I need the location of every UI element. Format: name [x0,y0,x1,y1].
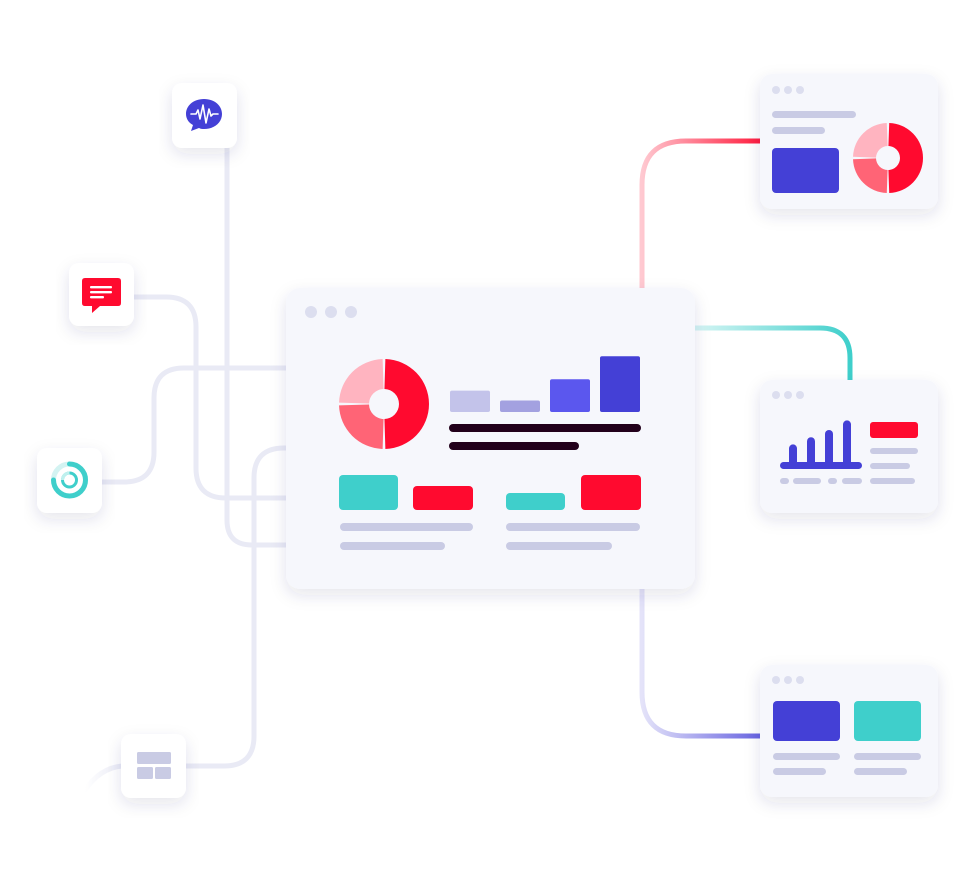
skeleton-line [772,127,825,134]
source-node-loader[interactable] [37,448,102,513]
bar [825,430,833,466]
connector-message-route [129,294,293,501]
left-connectors [0,104,293,793]
connector-to-bar-report [692,325,853,383]
skeleton-line [870,463,910,469]
bar [500,400,540,412]
bar [550,379,590,412]
window-dot [796,676,804,684]
tile-teal [339,475,398,510]
tile-red [413,486,473,510]
circular-loader-icon [51,461,88,499]
output-card-tiles-report[interactable] [760,665,938,797]
skeleton-line [506,542,612,550]
bar [600,356,640,412]
source-node-layout[interactable] [121,734,186,798]
connector-layout-in [82,763,125,793]
window-dot [305,306,317,318]
window-controls [305,306,357,318]
axis-tick [780,478,789,484]
donut-segment [888,123,923,193]
bar [789,444,797,466]
text-line-dark [449,442,579,450]
card-bar-chart [789,420,851,466]
chart-baseline [780,462,862,469]
skeleton-line [772,111,856,118]
window-dot [784,676,792,684]
donut-segment [853,158,888,193]
main-bar-chart [450,356,640,412]
window-dot [796,391,804,399]
connector-loader-route [97,365,293,485]
donut-segment [384,359,429,449]
right-connectors [639,138,853,739]
axis-tick [828,478,837,484]
skeleton-line [506,523,640,531]
skeleton-line [854,768,907,775]
bar [807,437,815,466]
tile-indigo [772,148,839,193]
tile-red [581,475,641,510]
window-dot [784,391,792,399]
output-card-bar-report[interactable] [760,380,938,513]
window-dot [345,306,357,318]
source-node-message[interactable] [69,263,134,326]
tile-teal [506,493,565,510]
window-dot [772,676,780,684]
tile-red [870,422,918,438]
skeleton-line [773,753,840,760]
window-dot [796,86,804,94]
connector-voice-down [224,142,293,548]
skeleton-line [340,523,473,531]
layout-grid-icon [137,752,171,779]
output-card-donut-report[interactable] [760,74,938,209]
donut-segment [339,359,384,404]
skeleton-line [773,768,826,775]
message-lines-icon [82,278,121,313]
connector-layout-route [183,445,293,769]
connector-to-tiles-report [639,585,765,739]
window-dot [325,306,337,318]
axis-tick [793,478,821,484]
bar [450,390,490,412]
bar [843,420,851,466]
skeleton-line [854,753,921,760]
connector-to-donut-report [639,138,765,295]
window-dot [772,391,780,399]
skeleton-line [870,478,915,484]
axis-tick [842,478,862,484]
window-dot [772,86,780,94]
main-donut-chart [339,359,429,449]
text-line-dark [449,424,641,432]
source-node-voice[interactable] [172,83,237,148]
tile-indigo [773,701,840,741]
skeleton-line [340,542,445,550]
donut-segment [339,404,384,449]
donut-segment [853,123,888,158]
main-dashboard-window [286,288,695,589]
window-dot [784,86,792,94]
voice-waveform-chat-icon [186,99,222,131]
tile-teal [854,701,921,741]
skeleton-line [870,448,918,454]
card-donut-chart [853,123,923,193]
